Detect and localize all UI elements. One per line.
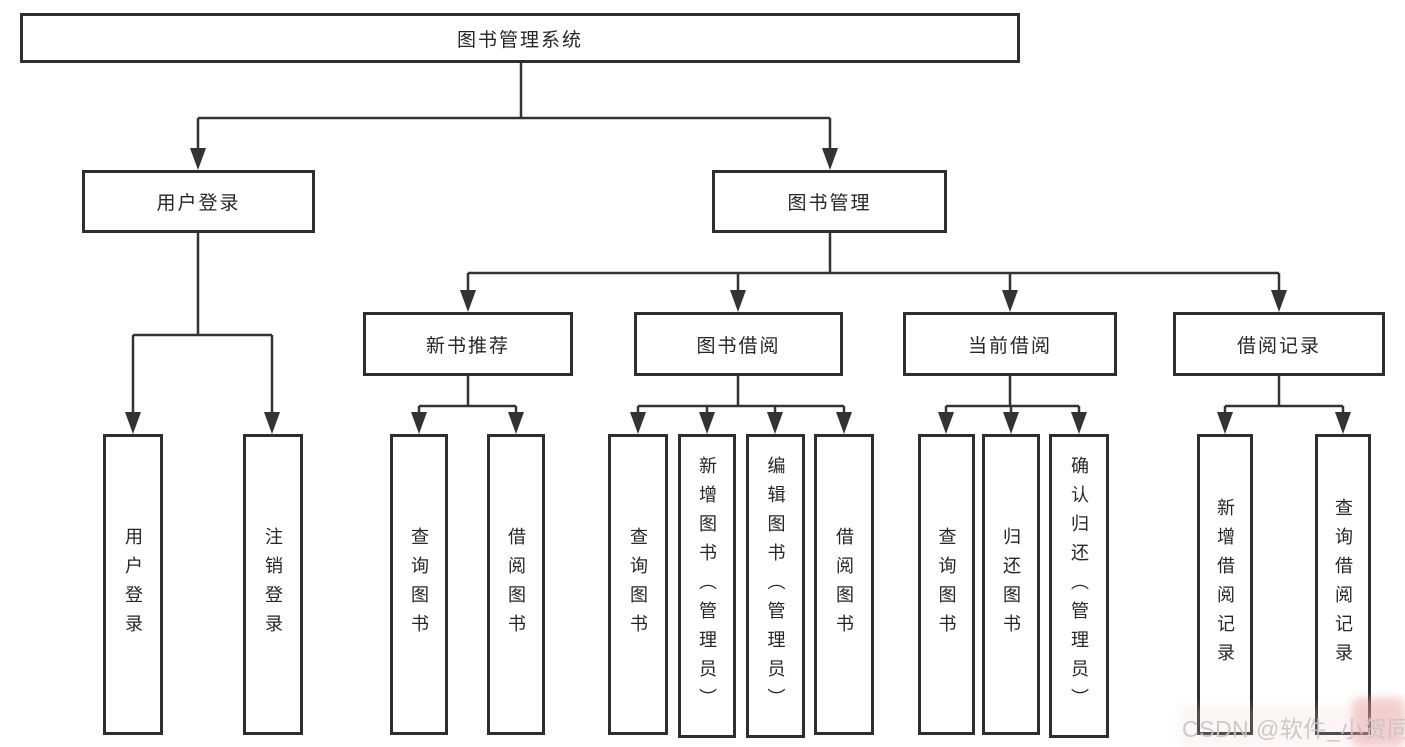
- node-label: 查询图书: [409, 526, 429, 643]
- node-label: 查询图书: [628, 526, 648, 643]
- leaf-add-borrow-record: 新增借阅记录: [1197, 434, 1253, 735]
- node-label: 用户登录: [123, 526, 143, 643]
- node-label: 当前借阅: [967, 335, 1052, 357]
- leaf-user-login: 用户登录: [103, 434, 163, 735]
- watermark: CSDN @软件_小贺同学: [1182, 716, 1405, 742]
- node-label: 图书借阅: [696, 335, 781, 357]
- node-user-login: 用户登录: [82, 170, 315, 233]
- node-book-borrowing: 图书借阅: [634, 312, 843, 376]
- leaf-logout: 注销登录: [243, 434, 303, 735]
- node-borrowing-records: 借阅记录: [1173, 312, 1385, 376]
- leaf-add-books-admin: 新增图书（管理员）: [678, 434, 736, 738]
- leaf-query-borrow-record: 查询借阅记录: [1315, 434, 1371, 735]
- node-label: 新增图书（管理员）: [697, 455, 717, 717]
- node-new-book-recommend: 新书推荐: [363, 312, 573, 376]
- node-label: 确认归还（管理员）: [1069, 455, 1089, 717]
- node-label: 注销登录: [263, 526, 283, 643]
- node-label: 查询借阅记录: [1333, 497, 1353, 672]
- node-book-management: 图书管理: [712, 170, 947, 233]
- node-label: 查询图书: [936, 526, 957, 643]
- leaf-borrow-books-recommend: 借阅图书: [487, 434, 545, 735]
- node-label: 借阅图书: [506, 526, 526, 643]
- node-label: 图书管理: [787, 193, 872, 214]
- leaf-borrow-books-borrowing: 借阅图书: [814, 434, 874, 735]
- leaf-query-books-current: 查询图书: [918, 434, 975, 735]
- leaf-query-books-recommend: 查询图书: [390, 434, 448, 735]
- leaf-confirm-return-admin: 确认归还（管理员）: [1049, 434, 1109, 738]
- node-label: 图书管理系统: [456, 29, 583, 51]
- node-label: 借阅记录: [1236, 335, 1321, 357]
- node-label: 用户登录: [156, 193, 241, 214]
- node-label: 编辑图书（管理员）: [765, 455, 786, 717]
- leaf-return-books: 归还图书: [982, 434, 1040, 735]
- node-library-management-system: 图书管理系统: [20, 13, 1020, 63]
- node-label: 借阅图书: [834, 526, 854, 643]
- node-label: 新书推荐: [425, 335, 510, 357]
- node-label: 新增借阅记录: [1215, 497, 1235, 672]
- leaf-query-books-borrowing: 查询图书: [608, 434, 668, 735]
- node-current-borrowing: 当前借阅: [903, 312, 1117, 376]
- leaf-edit-books-admin: 编辑图书（管理员）: [746, 434, 805, 738]
- node-label: 归还图书: [1001, 526, 1021, 643]
